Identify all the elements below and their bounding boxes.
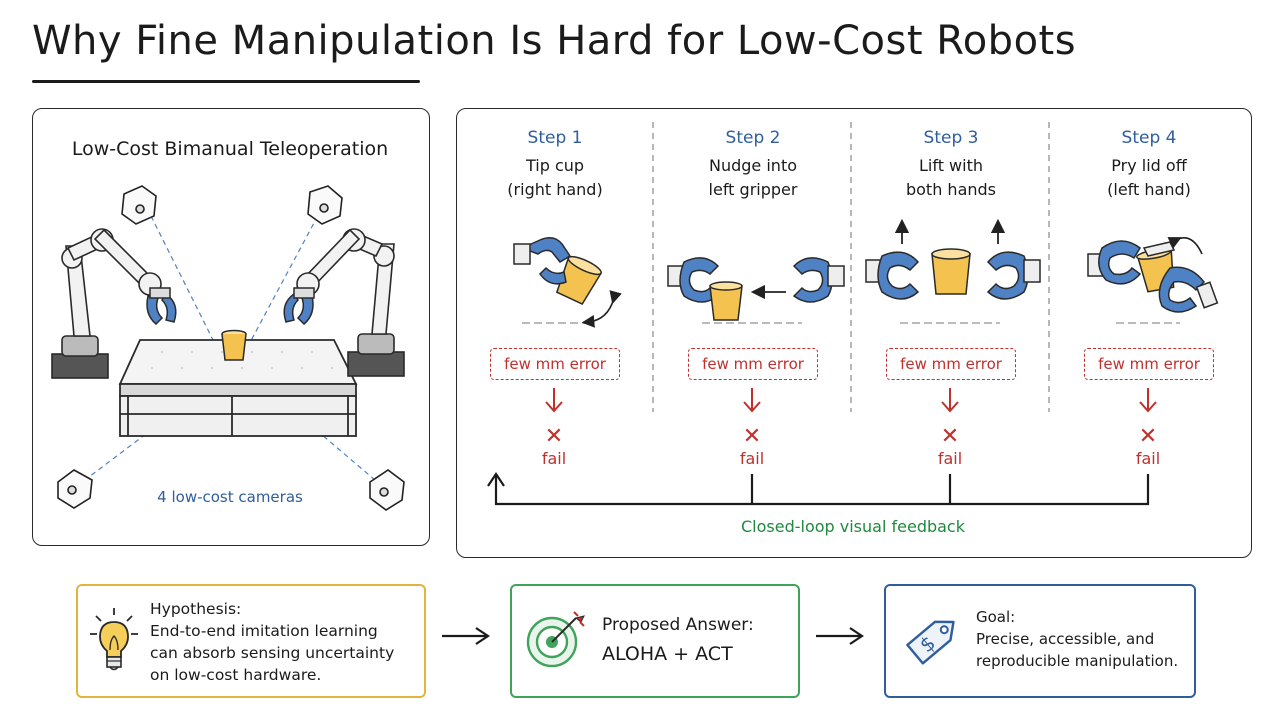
camera-icon: [121, 185, 157, 225]
cup-icon: [221, 329, 247, 361]
step-3: Step 3 Lift with both hands: [852, 128, 1050, 202]
hypothesis-box: [76, 584, 426, 698]
step-2-label: Step 2: [725, 128, 781, 148]
left-gripper-icon: [146, 287, 177, 326]
right-arrow-icon: [442, 627, 490, 645]
hypothesis-text: Hypothesis: End-to-end imitation learnin…: [150, 598, 394, 686]
table-icon: [118, 339, 358, 437]
step-2-desc: Nudge into left gripper: [708, 156, 798, 199]
price-tag-icon: $: [906, 620, 955, 665]
right-arrow-icon: [816, 627, 864, 645]
fail-x-icon: ✕: [544, 424, 564, 449]
left-robot-arm: [51, 228, 162, 379]
lift-cup-icon: [865, 218, 1041, 300]
step-4-label: Step 4: [1121, 128, 1177, 148]
page-title: Why Fine Manipulation Is Hard for Low-Co…: [32, 18, 1077, 64]
answer-body: ALOHA + ACT: [602, 643, 733, 665]
tip-cup-icon: [513, 237, 622, 328]
nudge-cup-icon: [667, 257, 845, 321]
step-3-desc: Lift with both hands: [905, 156, 997, 199]
step-2-error: few mm error: [688, 348, 818, 380]
answer-head: Proposed Answer:: [602, 615, 754, 635]
feedback-label: Closed-loop visual feedback: [740, 517, 965, 536]
cameras-label: 4 low-cost cameras: [157, 488, 303, 506]
steps-panel: [456, 108, 1252, 558]
goal-text: Goal: Precise, accessible, and reproduci…: [976, 606, 1178, 672]
right-robot-arm: [296, 228, 405, 377]
fail-x-icon: ✕: [742, 424, 762, 449]
pry-lid-icon: [1087, 237, 1219, 313]
fail-x-icon: ✕: [940, 424, 960, 449]
step-1-desc: Tip cup (right hand): [507, 156, 603, 199]
step-1-fail: fail: [541, 449, 567, 468]
step-3-fail: fail: [937, 449, 963, 468]
step-4: Step 4 Pry lid off (left hand): [1050, 128, 1248, 202]
step-dividers: [652, 122, 1050, 412]
step-3-error: few mm error: [886, 348, 1016, 380]
hypothesis-head: Hypothesis:: [150, 600, 242, 618]
step-4-desc: Pry lid off (left hand): [1107, 156, 1191, 199]
camera-icon: [369, 469, 405, 511]
step-illustrations: [487, 218, 1219, 506]
lightbulb-icon: [90, 608, 138, 671]
goal-head: Goal:: [976, 608, 1016, 626]
target-icon: [526, 611, 585, 668]
step-4-fail: fail: [1135, 449, 1161, 468]
step-1-error: few mm error: [490, 348, 620, 380]
camera-icon: [57, 469, 93, 509]
teleoperation-illustration: [51, 185, 405, 511]
step-2: Step 2 Nudge into left gripper: [654, 128, 852, 202]
step-3-label: Step 3: [923, 128, 979, 148]
step-2-fail: fail: [739, 449, 765, 468]
right-gripper-icon: [283, 287, 315, 326]
teleoperation-panel: [32, 108, 430, 546]
teleoperation-title: Low-Cost Bimanual Teleoperation: [71, 138, 389, 160]
camera-icon: [307, 185, 343, 225]
step-4-error: few mm error: [1084, 348, 1214, 380]
step-1: Step 1 Tip cup (right hand): [456, 128, 654, 202]
step-1-label: Step 1: [527, 128, 583, 148]
title-underline: [32, 80, 420, 83]
answer-text: Proposed Answer: ALOHA + ACT: [602, 612, 754, 670]
goal-body: Precise, accessible, and reproducible ma…: [976, 630, 1179, 670]
fail-x-icon: ✕: [1138, 424, 1158, 449]
hypothesis-body: End-to-end imitation learning can absorb…: [150, 622, 395, 684]
